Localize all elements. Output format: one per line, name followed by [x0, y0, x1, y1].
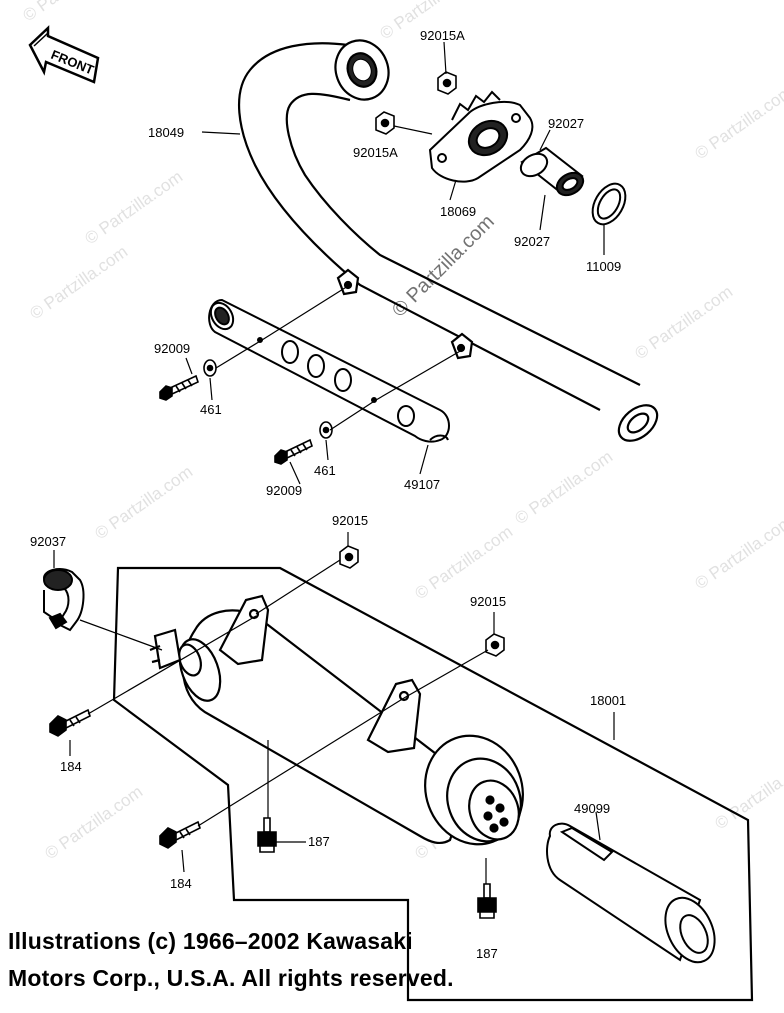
watermark-text: © Partzilla.com: [26, 242, 131, 323]
insert-49099: [546, 822, 716, 964]
washer-461-a-icon: [203, 359, 217, 377]
part-label-92015A-top: 92015A: [420, 28, 465, 43]
flange-18069: [428, 90, 534, 183]
watermark-text: © Partzilla.com: [691, 82, 784, 163]
part-label-92027-top: 92027: [548, 116, 584, 131]
washer-461-b-icon: [319, 421, 333, 439]
bolt-187-a-icon: [257, 817, 277, 853]
part-label-184-a: 184: [60, 759, 82, 774]
part-label-92009-a: 92009: [154, 341, 190, 356]
part-label-92037: 92037: [30, 534, 66, 549]
watermark-text: © Partzilla.com: [411, 522, 516, 603]
part-label-18001: 18001: [590, 693, 626, 708]
watermark-text: © Partzilla.com: [81, 167, 186, 248]
copyright-line-1: Illustrations (c) 1966–2002 Kawasaki: [8, 928, 413, 954]
gasket-11009-icon: [591, 182, 627, 226]
leader-lines-upper: [185, 41, 605, 485]
muffler-18001: [149, 594, 524, 846]
part-label-461-b: 461: [314, 463, 336, 478]
part-label-49099: 49099: [574, 801, 610, 816]
nut-92015-b-icon: [485, 633, 505, 657]
bolt-92009-b-icon: [274, 438, 313, 465]
watermark-text: © Partzilla.com: [19, 0, 124, 25]
part-label-92009-b: 92009: [266, 483, 302, 498]
nut-92015A-mid-icon: [375, 111, 395, 135]
part-label-18069: 18069: [440, 204, 476, 219]
watermark-text: © Partzilla.com: [511, 447, 616, 528]
part-labels: 92015A 18049 92027 92015A 18069 92027 11…: [30, 28, 626, 961]
part-label-92015A-mid: 92015A: [353, 145, 398, 160]
bolt-184-a-icon: [49, 708, 91, 737]
part-label-18049: 18049: [148, 125, 184, 140]
nut-92015-a-icon: [339, 545, 359, 569]
part-label-184-b: 184: [170, 876, 192, 891]
nut-92015A-top-icon: [437, 71, 457, 95]
heat-guard-49107: [208, 298, 450, 443]
part-label-187-a: 187: [308, 834, 330, 849]
watermark-text: © Partzilla.com: [41, 782, 146, 863]
part-label-461-a: 461: [200, 402, 222, 417]
bolt-187-b-icon: [477, 883, 497, 919]
copyright-line-2: Motors Corp., U.S.A. All rights reserved…: [8, 965, 454, 991]
part-label-92027-bot: 92027: [514, 234, 550, 249]
collar-92027-icon: [519, 146, 585, 197]
part-label-92015-a: 92015: [332, 513, 368, 528]
leader-lines-lower: [53, 532, 615, 884]
watermark-text: © Partzilla.com: [91, 462, 196, 543]
watermark-text: © Partzilla.com: [631, 282, 736, 363]
part-label-49107: 49107: [404, 477, 440, 492]
watermark-text: © Partzilla.com: [691, 512, 784, 593]
muffler-outline-box: [112, 566, 754, 1002]
front-arrow-icon: FRONT: [28, 25, 100, 84]
bolt-92009-a-icon: [159, 374, 199, 401]
exhaust-pipe-18049: [238, 39, 659, 442]
part-label-187-b: 187: [476, 946, 498, 961]
bolt-184-b-icon: [159, 820, 201, 849]
clamp-92037-icon: [42, 568, 85, 632]
part-label-11009: 11009: [586, 259, 621, 274]
part-label-92015-b: 92015: [470, 594, 506, 609]
